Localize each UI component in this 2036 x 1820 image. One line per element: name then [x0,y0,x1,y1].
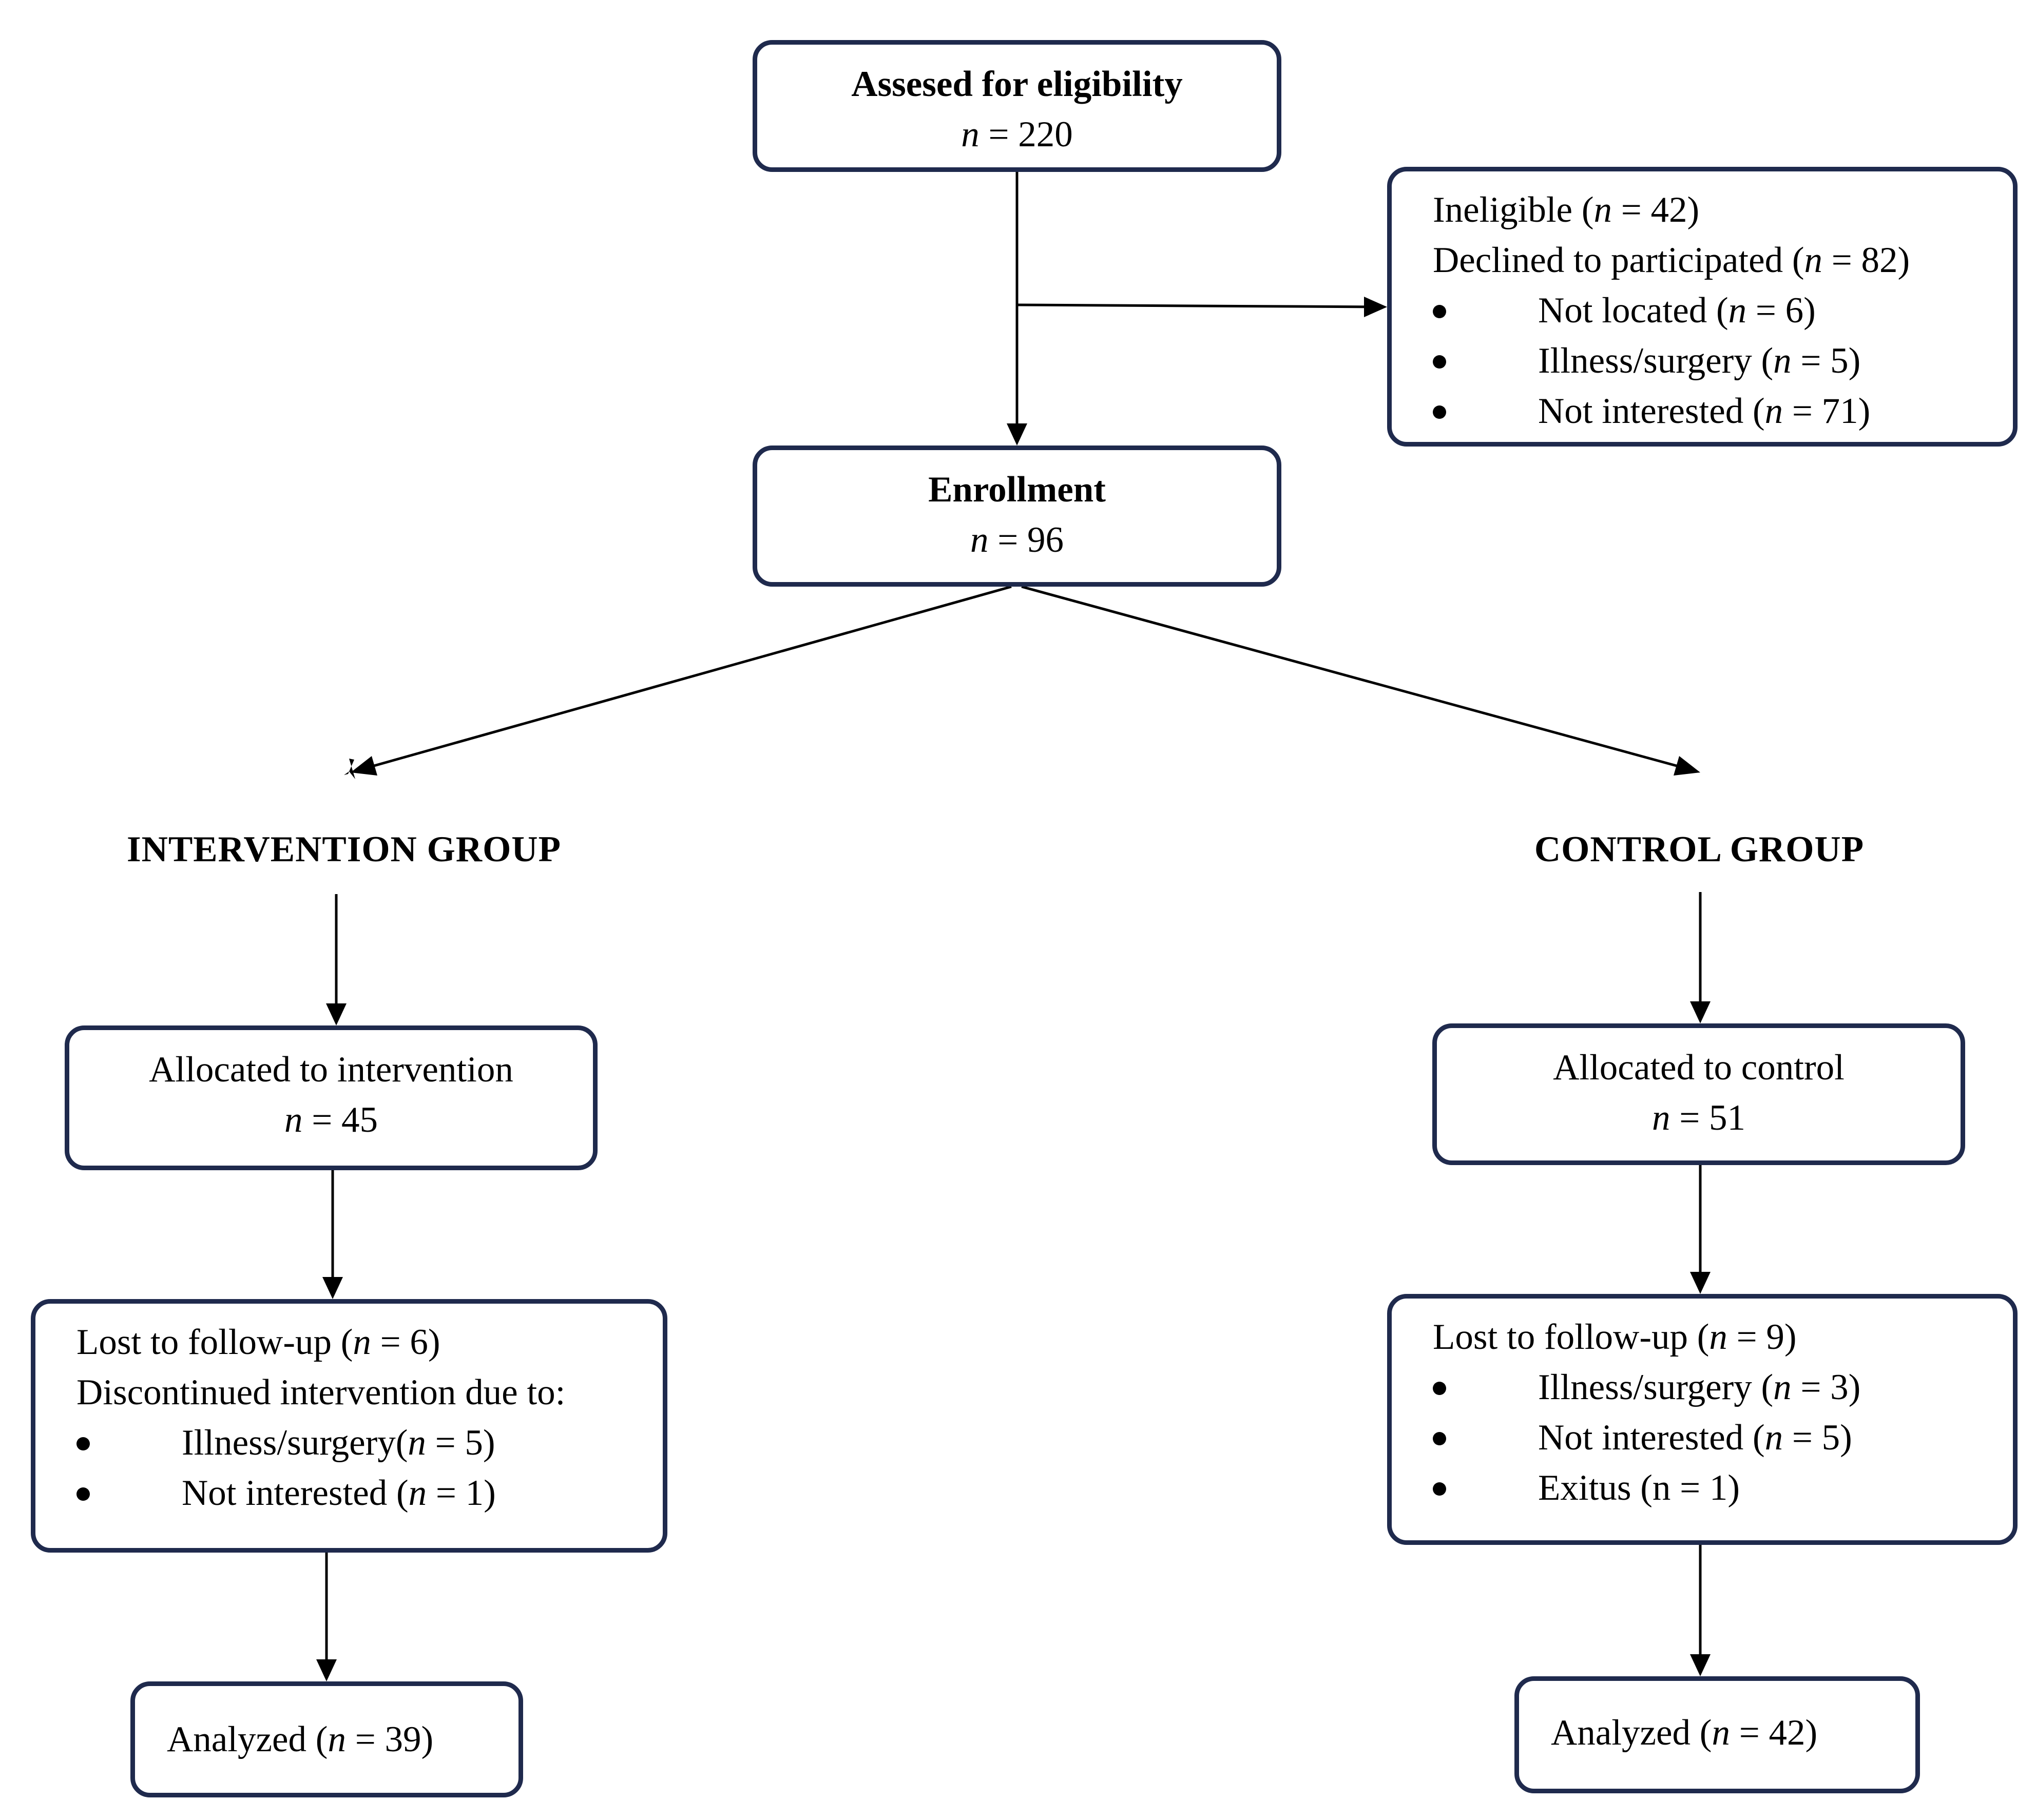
intervention-analyzed-box: Analyzed (n = 39) [130,1681,523,1797]
enrollment-title: Enrollment [928,470,1106,510]
arrowhead-intervention [344,759,355,779]
intervention-group-label: INTERVENTION GROUP [127,829,561,869]
n-symbol: n [408,1473,427,1513]
ineligible-count: Ineligible (n = 42) [1433,190,1700,230]
n-symbol: n [970,520,989,560]
excluded-reason-label: Illness/surgery (n = 5) [1538,341,1861,381]
arrowhead-excluded [1364,297,1387,317]
arrowhead-intervention-analyzed [316,1659,337,1681]
control-allocated-count: n = 51 [1651,1098,1746,1138]
intervention-analyzed-count: Analyzed (n = 39) [167,1719,434,1759]
excluded-reason-label: Not interested (n = 71) [1538,391,1871,431]
control-group-label: CONTROL GROUP [1534,829,1865,869]
control-lost-box: Lost to follow-up (n = 9) Illness/surger… [1387,1294,2018,1545]
n-symbol: n [1773,341,1792,381]
enrollment-count: n = 96 [970,520,1064,560]
control-reason-label: Not interested (n = 5) [1538,1418,1852,1458]
arrow-enrollment-to-intervention [359,585,1012,771]
n-symbol: n [1712,1713,1730,1753]
control-reason-label: Illness/surgery (n = 3) [1538,1367,1861,1407]
control-reason-label: Exitus (n = 1) [1538,1468,1740,1508]
arrowhead-control-label [1690,1001,1711,1023]
intervention-allocated-title: Allocated to intervention [149,1050,513,1090]
eligibility-count: n = 220 [961,114,1073,154]
control-lost-count: Lost to follow-up (n = 9) [1433,1317,1797,1357]
intervention-reason-item: Illness/surgery(n = 5) [76,1418,663,1468]
bullet-dot [1433,1432,1446,1445]
n-symbol: n [1593,190,1612,230]
n-symbol: n [284,1100,303,1140]
n-symbol: n [1773,1367,1792,1407]
bullet-dot [1433,405,1446,419]
control-analyzed-count: Analyzed (n = 42) [1551,1713,1818,1753]
intervention-reason-item: Not interested (n = 1) [76,1468,663,1518]
control-allocated-title: Allocated to control [1553,1048,1845,1088]
enrollment-box: Enrollment n = 96 [753,446,1281,587]
intervention-reason-label: Not interested (n = 1) [182,1473,496,1513]
n-symbol: n [1804,240,1823,280]
eligibility-title: Assesed for eligibility [851,64,1183,104]
control-reason-item: Not interested (n = 5) [1433,1412,2013,1463]
bullet-dot [1433,305,1446,318]
excluded-reason-item: Illness/surgery (n = 5) [1433,336,2013,386]
control-reason-item: Exitus (n = 1) [1433,1463,2013,1513]
intervention-lost-count: Lost to follow-up (n = 6) [76,1322,440,1362]
arrow-enrollment-to-control [1021,585,1692,771]
arrowhead-diag-right [1674,756,1700,776]
intervention-discontinued-label: Discontinued intervention due to: [76,1372,566,1412]
n-symbol: n [328,1719,346,1759]
control-allocated-box: Allocated to control n = 51 [1432,1023,1965,1165]
bullet-dot [1433,355,1446,369]
excluded-box: Ineligible (n = 42) Declined to particip… [1387,167,2018,447]
arrow-to-excluded [1016,303,1379,308]
excluded-reason-item: Not located (n = 6) [1433,285,2013,336]
arrowhead-intervention-label [326,1003,347,1025]
control-reason-item: Illness/surgery (n = 3) [1433,1362,2013,1412]
bullet-dot [1433,1482,1446,1496]
intervention-allocated-box: Allocated to intervention n = 45 [65,1025,598,1170]
n-symbol: n [961,114,979,154]
n-symbol: n [353,1322,371,1362]
arrowhead-enrollment [1007,423,1027,446]
intervention-lost-box: Lost to follow-up (n = 6) Discontinued i… [31,1299,667,1553]
n-symbol: n [1651,1098,1670,1138]
control-analyzed-box: Analyzed (n = 42) [1514,1676,1920,1793]
n-symbol: n [1709,1317,1727,1357]
excluded-reason-item: Not interested (n = 71) [1433,386,2013,436]
bullet-dot [76,1437,90,1450]
intervention-reason-label: Illness/surgery(n = 5) [182,1423,495,1463]
excluded-reason-label: Not located (n = 6) [1538,291,1816,331]
arrowhead-control-lost [1690,1272,1711,1294]
bullet-dot [1433,1382,1446,1395]
n-symbol: n [1764,1418,1783,1458]
declined-count: Declined to participated (n = 82) [1433,240,1910,280]
n-symbol: n [1764,391,1783,431]
n-symbol: n [408,1423,426,1463]
intervention-allocated-count: n = 45 [284,1100,378,1140]
arrowhead-diag-left [351,756,377,776]
arrowhead-control-analyzed [1690,1654,1711,1676]
bullet-dot [76,1487,90,1501]
n-symbol: n [1728,291,1747,331]
eligibility-box: Assesed for eligibility n = 220 [753,40,1281,172]
arrowhead-intervention-lost [322,1277,343,1299]
